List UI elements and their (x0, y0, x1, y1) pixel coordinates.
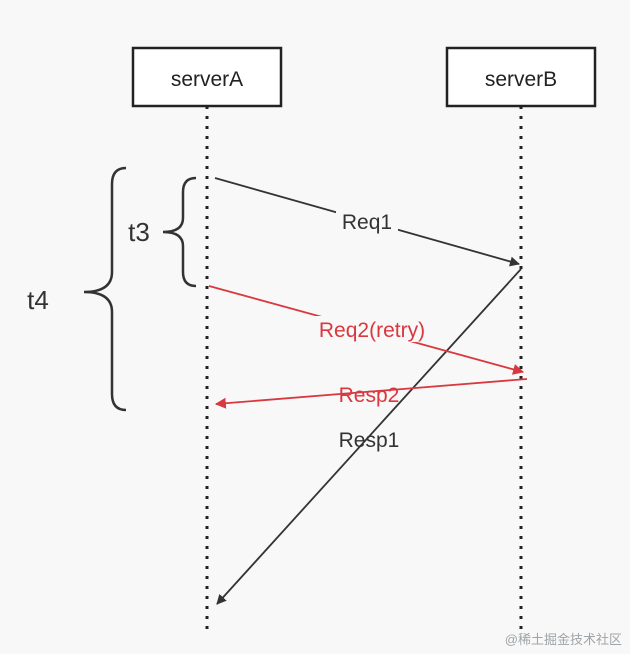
interval-t3: t3 (128, 176, 197, 288)
server-b-box (445, 46, 597, 108)
resp1-arrow (216, 268, 522, 605)
resp2-label: Resp2 (339, 384, 400, 407)
brace-t4 (83, 166, 127, 412)
message-resp2: Resp2 (214, 378, 528, 409)
interval-t4-label: t4 (27, 285, 49, 315)
message-resp1: Resp1 (216, 268, 522, 605)
req1-label-bg (336, 209, 398, 233)
req2-label: Req2(retry) (319, 319, 425, 342)
interval-t3-label: t3 (128, 217, 150, 247)
brace-t3 (162, 176, 197, 288)
server-a-box (131, 46, 283, 108)
message-req1: Req1 (214, 177, 520, 267)
participant-server-b: serverB (445, 46, 597, 630)
watermark: @稀土掘金技术社区 (505, 632, 622, 647)
req1-label: Req1 (342, 211, 392, 234)
interval-t4: t4 (27, 166, 127, 412)
server-b-label: serverB (485, 68, 557, 91)
resp1-label: Resp1 (339, 429, 400, 452)
resp2-arrow (214, 378, 528, 409)
server-a-label: serverA (171, 68, 243, 91)
req2-label-bg (298, 316, 446, 342)
participant-server-a: serverA (131, 46, 283, 630)
message-req2: Req2(retry) (208, 285, 525, 375)
